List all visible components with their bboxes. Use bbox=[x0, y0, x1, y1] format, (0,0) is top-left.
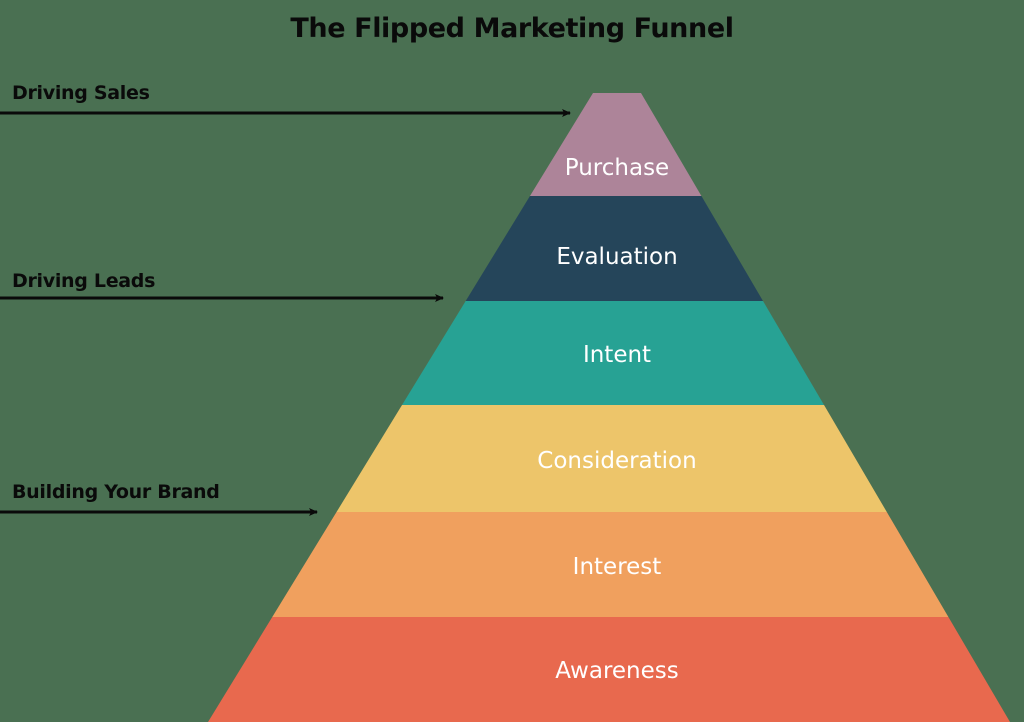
annotation-label-building-your-brand: Building Your Brand bbox=[12, 481, 220, 503]
pyramid-segments bbox=[208, 93, 1010, 722]
annotation-arrows bbox=[0, 109, 571, 516]
segment-label-purchase: Purchase bbox=[565, 155, 669, 181]
segment-label-interest: Interest bbox=[573, 554, 662, 580]
pyramid-segment-interest[interactable] bbox=[272, 512, 949, 617]
segment-label-awareness: Awareness bbox=[555, 658, 679, 684]
segment-label-intent: Intent bbox=[583, 342, 651, 368]
pyramid-segment-labels: PurchaseEvaluationIntentConsiderationInt… bbox=[537, 155, 696, 684]
pyramid-segment-intent[interactable] bbox=[402, 301, 825, 405]
pyramid-segment-purchase[interactable] bbox=[529, 93, 702, 196]
annotation-label-driving-sales: Driving Sales bbox=[12, 82, 150, 104]
pyramid-segment-consideration[interactable] bbox=[336, 405, 887, 512]
pyramid-segment-evaluation[interactable] bbox=[465, 196, 764, 301]
segment-label-evaluation: Evaluation bbox=[556, 244, 677, 270]
annotation-label-driving-leads: Driving Leads bbox=[12, 270, 156, 292]
page-title: The Flipped Marketing Funnel bbox=[290, 13, 734, 44]
segment-label-consideration: Consideration bbox=[537, 448, 696, 474]
pyramid-segment-awareness[interactable] bbox=[208, 617, 1010, 722]
